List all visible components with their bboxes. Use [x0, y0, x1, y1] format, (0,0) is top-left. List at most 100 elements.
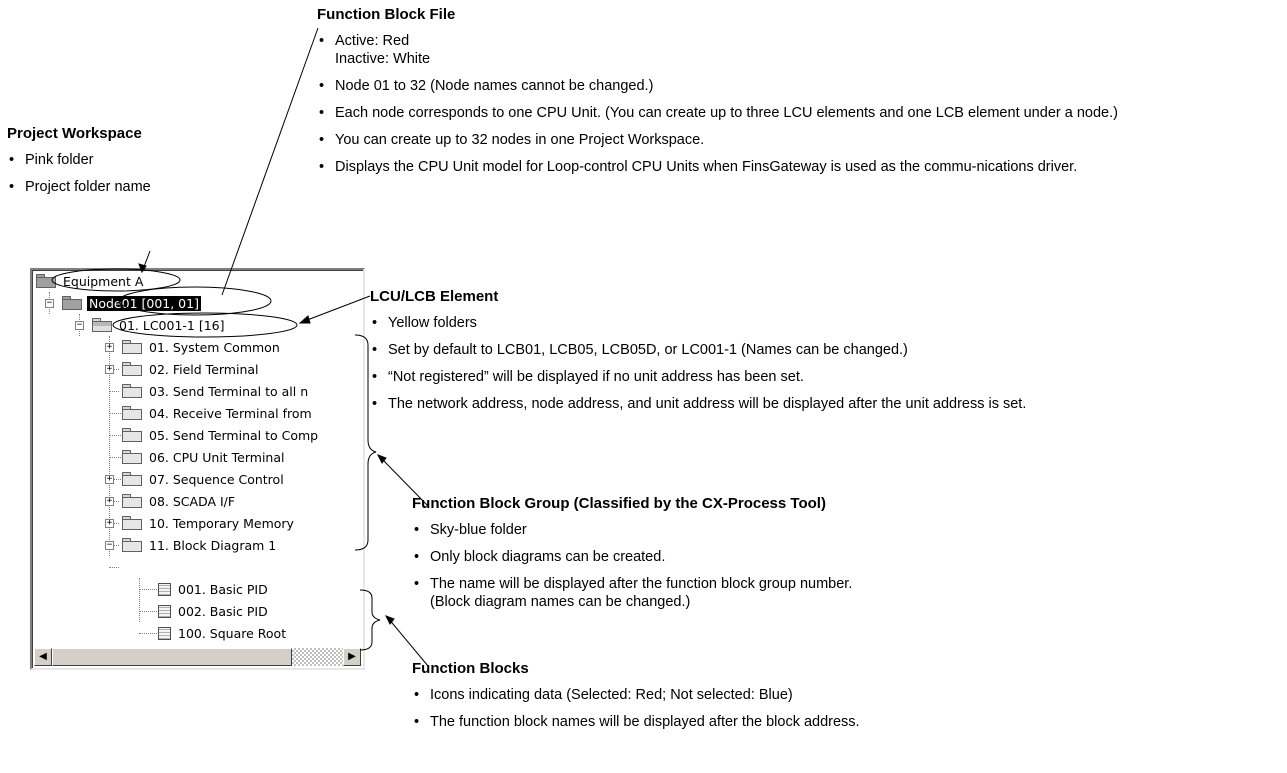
element-arrowhead	[298, 315, 311, 324]
tree-connector	[139, 578, 140, 622]
blocks-leader-line	[387, 617, 429, 667]
callout-item: Sky-blue folder	[412, 521, 1092, 539]
tree-item-label: 002. Basic PID	[178, 603, 268, 619]
callout-title: Function Block File	[317, 6, 456, 23]
callout-title: Function Blocks	[412, 660, 529, 677]
callout-item: Pink folder	[7, 151, 247, 169]
callout-function-blocks: Function Blocks Icons indicating data (S…	[412, 660, 1152, 740]
callout-item: You can create up to 32 nodes in one Pro…	[317, 131, 1257, 149]
tree-item-block[interactable]: 100. Square Root	[158, 622, 288, 644]
tree-item-group[interactable]: 03. Send Terminal to all n	[122, 380, 310, 402]
tree-item-label: Node01 [001, 01]	[87, 295, 201, 311]
callout-item: Only block diagrams can be created.	[412, 548, 1092, 566]
callout-function-block-file: Function Block File Active: Red Inactive…	[317, 6, 1257, 185]
tree-item-group[interactable]: 08. SCADA I/F	[122, 490, 237, 512]
callout-item: The name will be displayed after the fun…	[412, 575, 1092, 611]
tree-connector	[109, 435, 129, 436]
callout-item: Active: Red Inactive: White	[317, 32, 1257, 68]
tree-item-group[interactable]: 10. Temporary Memory	[122, 512, 296, 534]
tree-item-label: 001. Basic PID	[178, 581, 268, 597]
tree-connector	[139, 633, 157, 634]
callout-title: Function Block Group (Classified by the …	[412, 495, 826, 512]
tree-item-group[interactable]: 11. Block Diagram 1	[122, 534, 278, 556]
block-diagram-icon	[158, 582, 171, 596]
tree-item-label: 02. Field Terminal	[149, 361, 259, 377]
tree-item-group[interactable]: 02. Field Terminal	[122, 358, 261, 380]
tree-item-group[interactable]: 04. Receive Terminal from	[122, 402, 314, 424]
expand-toggle[interactable]: +	[105, 342, 114, 352]
callout-item: Displays the CPU Unit model for Loop-con…	[317, 158, 1257, 176]
callout-project-workspace: Project Workspace Pink folder Project fo…	[7, 125, 247, 205]
folder-icon	[122, 494, 142, 508]
tree-connector	[109, 369, 119, 370]
callout-lcu-lcb-element: LCU/LCB Element Yellow folders Set by de…	[370, 288, 1260, 422]
expand-toggle[interactable]: +	[105, 364, 114, 374]
tree-item-workspace[interactable]: Equipment A	[36, 270, 145, 292]
scroll-left-button[interactable]: ◀	[34, 648, 52, 666]
block-diagram-icon	[158, 626, 171, 640]
tree-item-block[interactable]: 001. Basic PID	[158, 578, 270, 600]
folder-icon	[62, 296, 82, 310]
tree-connector	[109, 523, 119, 524]
folder-icon	[122, 384, 142, 398]
workspace-arrowhead	[138, 263, 147, 274]
blocks-brace	[359, 589, 381, 651]
collapse-toggle[interactable]: −	[105, 540, 114, 550]
tree-connector	[109, 413, 129, 414]
expand-toggle[interactable]: +	[105, 496, 114, 506]
left-arrow-icon: ◀	[39, 651, 47, 662]
folder-icon	[122, 362, 142, 376]
tree-item-group[interactable]: 07. Sequence Control	[122, 468, 286, 490]
collapse-toggle[interactable]: −	[75, 320, 84, 330]
callout-item: Each node corresponds to one CPU Unit. (…	[317, 104, 1257, 122]
blocks-arrowhead	[384, 615, 395, 625]
tree-item-label: 08. SCADA I/F	[149, 493, 236, 509]
group-brace	[354, 334, 377, 551]
scrollbar-track[interactable]	[292, 648, 343, 666]
collapse-toggle[interactable]: −	[45, 298, 54, 308]
tree-item-block[interactable]: 002. Basic PID	[158, 600, 270, 622]
tree-connector	[139, 611, 157, 612]
callout-function-block-group: Function Block Group (Classified by the …	[412, 495, 1092, 620]
block-diagram-icon	[158, 604, 171, 618]
folder-icon	[36, 274, 56, 288]
horizontal-scrollbar[interactable]: ◀ ▶	[34, 648, 361, 666]
expand-toggle[interactable]: +	[105, 474, 114, 484]
callout-item: The network address, node address, and u…	[370, 395, 1260, 413]
tree-item-label: 10. Temporary Memory	[149, 515, 294, 531]
callout-item: Project folder name	[7, 178, 247, 196]
tree-item-node[interactable]: Node01 [001, 01]	[62, 292, 201, 314]
callout-item: Node 01 to 32 (Node names cannot be chan…	[317, 77, 1257, 95]
tree-item-element[interactable]: 01. LC001-1 [16]	[92, 314, 227, 336]
group-leader-line	[379, 456, 429, 507]
tree-item-label: Equipment A	[63, 273, 144, 289]
tree-item-group[interactable]: 06. CPU Unit Terminal	[122, 446, 287, 468]
tree-connector	[109, 479, 129, 480]
group-arrowhead	[376, 454, 387, 464]
tree-connector	[109, 457, 129, 458]
tree-item-label: 05. Send Terminal to Comp	[149, 427, 319, 443]
tree-item-label: 01. System Common	[149, 339, 280, 355]
callout-item: Set by default to LCB01, LCB05, LCB05D, …	[370, 341, 1260, 359]
scroll-right-button[interactable]: ▶	[343, 648, 361, 666]
expand-toggle[interactable]: +	[105, 518, 114, 528]
callout-item: Icons indicating data (Selected: Red; No…	[412, 686, 1152, 704]
workspace-highlight-ellipse	[51, 268, 181, 292]
tree-connector	[109, 567, 119, 568]
callout-title: LCU/LCB Element	[370, 288, 499, 305]
tree-item-label: 04. Receive Terminal from	[149, 405, 312, 421]
tree-item-label: 03. Send Terminal to all n	[149, 383, 309, 399]
callout-item: The function block names will be display…	[412, 713, 1152, 731]
scrollbar-thumb[interactable]	[52, 648, 292, 666]
tree-item-label: 06. CPU Unit Terminal	[149, 449, 285, 465]
folder-icon	[122, 450, 142, 464]
node-highlight-ellipse	[118, 286, 272, 316]
tree-item-group[interactable]: 05. Send Terminal to Comp	[122, 424, 320, 446]
tree-item-group[interactable]: 01. System Common	[122, 336, 282, 358]
tree-item-label: 100. Square Root	[178, 625, 287, 641]
open-folder-icon	[92, 318, 112, 332]
folder-icon	[122, 340, 142, 354]
project-tree-view[interactable]: Equipment A − Node01 [001, 01] − 01. LC0…	[30, 268, 365, 670]
tree-connector	[139, 589, 157, 590]
